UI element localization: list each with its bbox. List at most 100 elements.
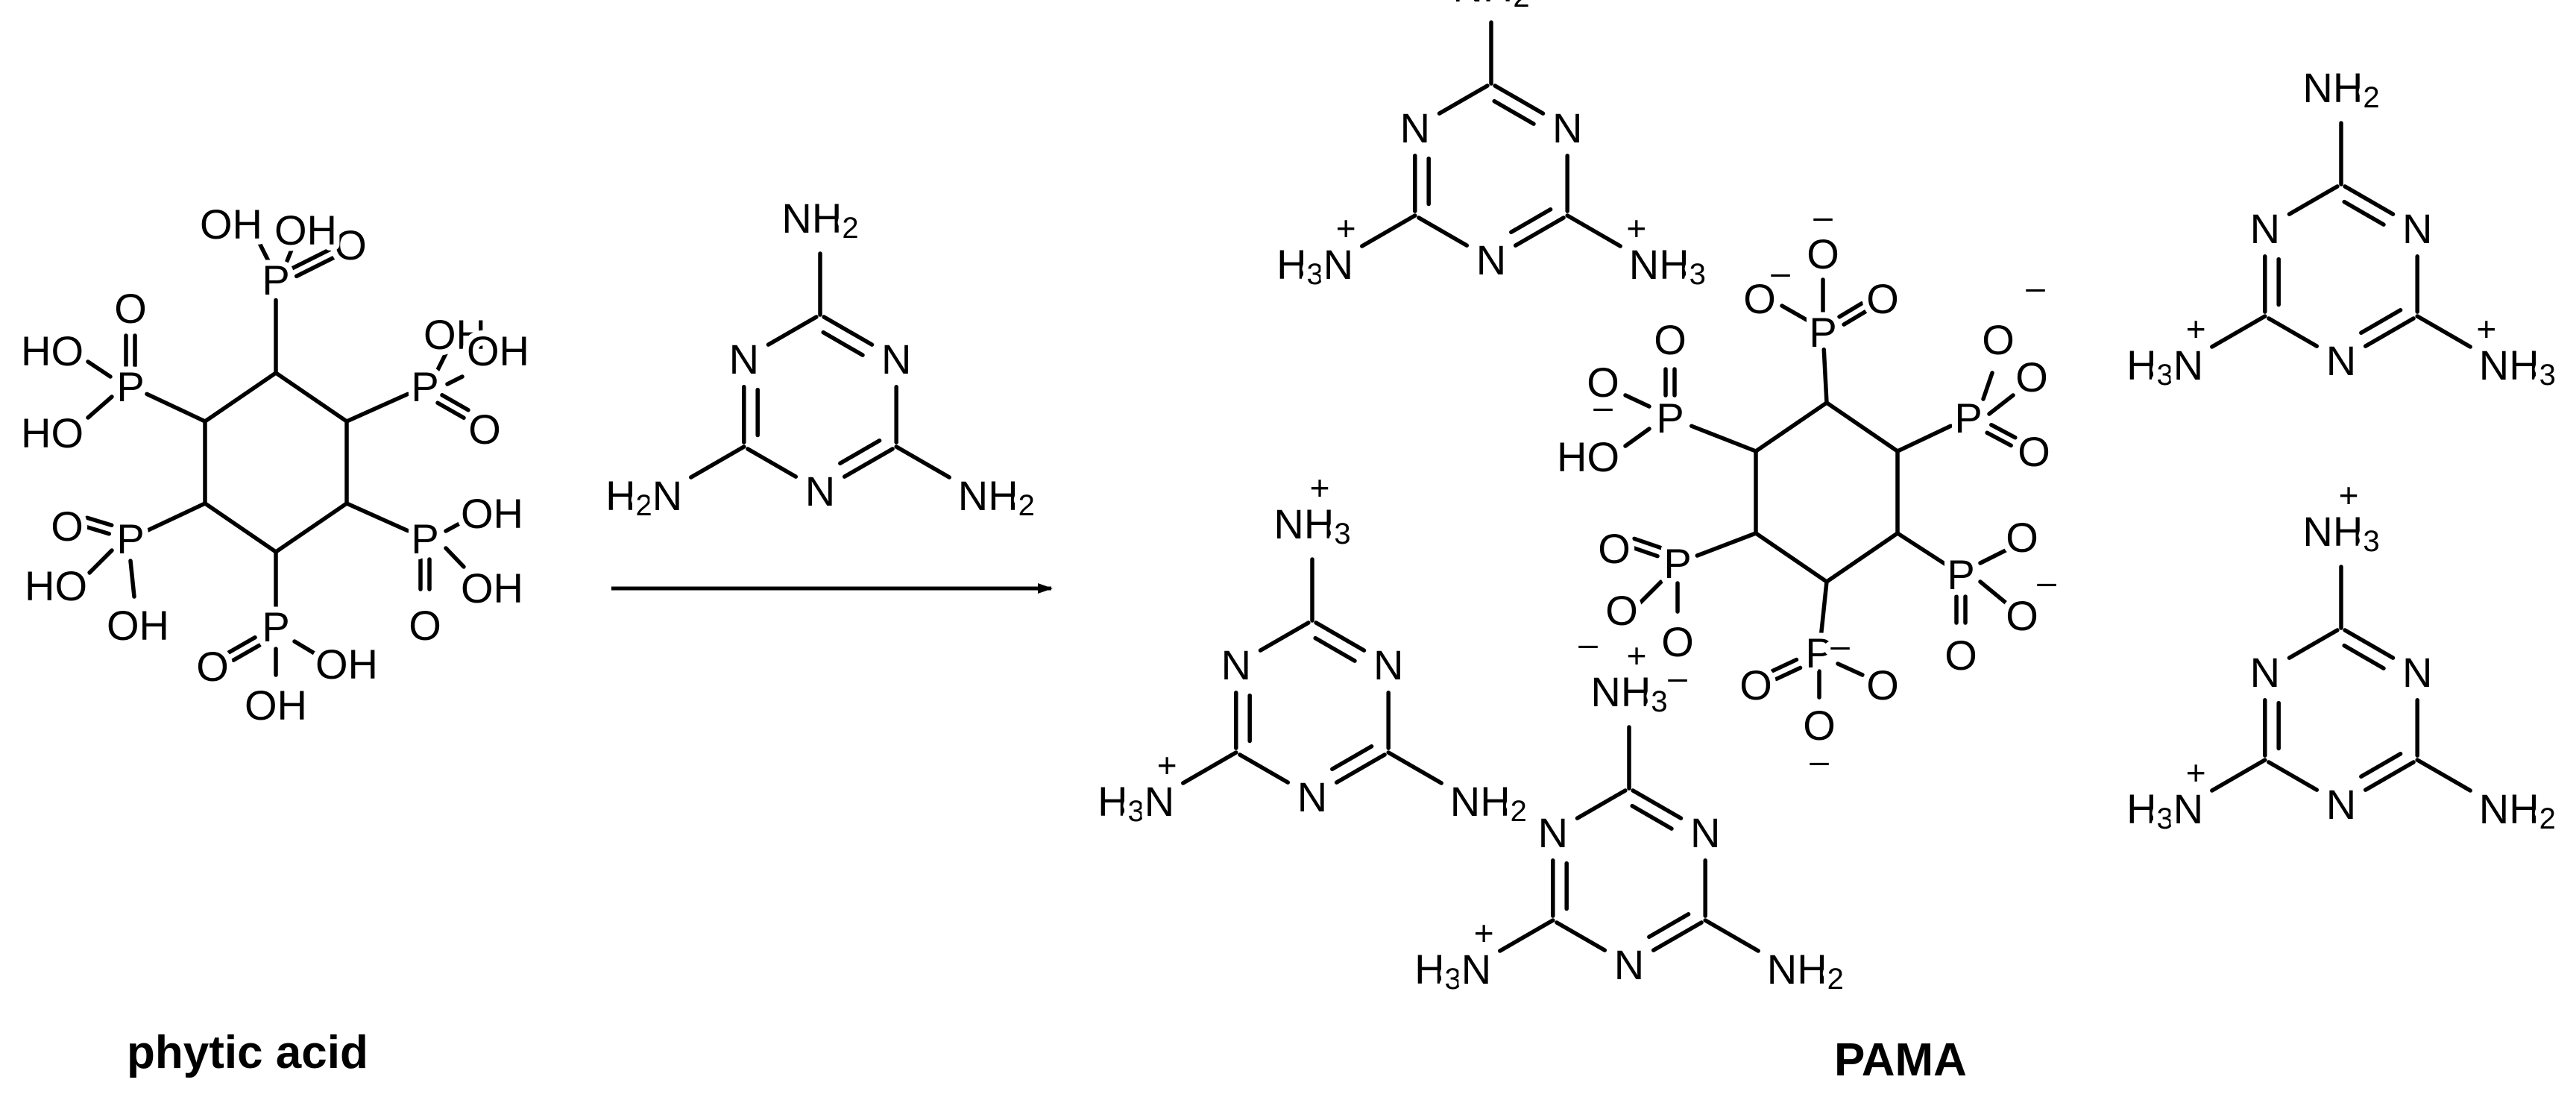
phosphoryl-oxygen: O <box>2015 354 2048 400</box>
pama-melamine-bottom-ring-double-bond <box>1630 803 1674 831</box>
anionic-oxygen: O <box>1803 702 1836 749</box>
phytic-acid-caption: phytic acid <box>127 1027 368 1078</box>
phytic-c-p-bond <box>344 392 410 424</box>
phytic-phosphorus: P <box>262 603 289 650</box>
pama-melamine-bottom-ring-bond <box>1631 788 1684 820</box>
pama-melamine-right-bottom-ring-double-bond <box>2342 643 2386 670</box>
melamine-ring-nitrogen: N <box>729 336 759 383</box>
p-o-bond <box>1780 304 1810 323</box>
phytate-c-p-bond <box>1695 531 1758 558</box>
hydroxyl-group: OH <box>245 682 307 729</box>
pama-melamine-top-amine-bond <box>1565 213 1622 248</box>
negative-charge: – <box>1771 253 1790 292</box>
phosphoryl-oxygen: O <box>51 503 84 550</box>
pama-melamine-right-bottom-ring-double-bond <box>2359 752 2403 779</box>
melamine-ring-double-bond <box>838 439 882 466</box>
pama-melamine-right-bottom-ammonium-group: NH3 <box>2302 508 2379 559</box>
phytic-c-p-bond <box>344 501 410 533</box>
phosphoryl-oxygen: O <box>409 602 441 649</box>
phosphoryl-double-bond <box>84 515 114 528</box>
hydroxyl-group: OH <box>467 327 529 374</box>
pama-melamine-left-positive-charge: + <box>1157 746 1177 785</box>
pama-melamine-left-ring-nitrogen: N <box>1373 641 1403 688</box>
hydroxyl-group: HO <box>21 327 84 374</box>
pama-melamine-top-ring-bond <box>1493 84 1546 116</box>
pama-melamine-bottom-ring-double-bond <box>1647 912 1691 940</box>
phosphoryl-double-bond <box>227 635 257 655</box>
pama-melamine-right-top-amine-bond <box>2210 314 2267 349</box>
phosphoryl-oxygen: O <box>2018 428 2050 475</box>
hydroxyl-group: HO <box>1557 433 1619 480</box>
melamine-amino-group: H2N <box>605 472 682 523</box>
p-o-bond <box>445 374 465 386</box>
pama-melamine-left-ammonium-group: NH3 <box>1273 500 1350 551</box>
anionic-oxygen: O <box>1866 662 1899 708</box>
pama-melamine-right-bottom-amine-bond <box>2210 758 2267 793</box>
p-o-bond <box>1978 579 2008 605</box>
pama-melamine-top-ammonium-group: NH3 <box>1629 241 1706 292</box>
pama-melamine-right-top-ring-bond <box>2267 316 2320 348</box>
pama-melamine-top-ring-double-bond <box>1492 98 1536 126</box>
pama-melamine-right-top-ring-bond <box>2287 184 2340 216</box>
phosphoryl-oxygen: O <box>1654 316 1687 363</box>
phytate-c-p-bond <box>1895 531 1947 566</box>
pama-melamine-left-positive-charge: + <box>1310 468 1330 507</box>
pama-melamine-right-top-amine-bond <box>2415 314 2472 349</box>
pama-melamine-right-bottom-ring-bond <box>2343 628 2396 660</box>
p-o-bond <box>444 520 465 533</box>
pama-melamine-bottom-ring-bond <box>1555 920 1607 952</box>
pama-caption: PAMA <box>1834 1034 1967 1086</box>
melamine-ring-nitrogen: N <box>881 336 911 383</box>
phosphoryl-oxygen: O <box>196 643 229 690</box>
p-o-bond <box>1978 548 2008 565</box>
pama-melamine-right-top-ring-double-bond <box>2342 199 2386 227</box>
pama-melamine-bottom-positive-charge: + <box>1627 636 1647 675</box>
phytic-phosphorus: P <box>116 515 144 562</box>
negative-charge: – <box>2026 268 2045 307</box>
pama-melamine-right-bottom-ammonium-group: H3N <box>2126 785 2203 836</box>
p-o-bond <box>1623 427 1651 448</box>
phosphoryl-double-bond <box>440 393 470 412</box>
anionic-oxygen: O <box>1605 587 1638 634</box>
phytate-ring-bond <box>1754 531 1829 584</box>
anionic-oxygen: O <box>1807 230 1839 277</box>
phytic-phosphorus: P <box>262 257 289 304</box>
phosphoryl-double-bond <box>290 247 333 271</box>
phytate-phosphorus: P <box>1947 551 1974 598</box>
phosphoryl-double-bond <box>435 400 466 420</box>
melamine-ring-bond <box>842 447 895 479</box>
pama-melamine-left-ring-nitrogen: N <box>1297 773 1327 820</box>
phytate-c-p-bond <box>1818 579 1829 637</box>
negative-charge: – <box>2037 562 2056 601</box>
p-o-bond <box>285 240 297 263</box>
pama-melamine-right-top-ring-bond <box>2343 184 2396 216</box>
pama-melamine-bottom-amino-group: NH2 <box>1767 946 1844 996</box>
hydroxyl-group: OH <box>315 641 378 688</box>
p-o-bond <box>1638 579 1663 605</box>
phosphoryl-double-bond <box>294 255 336 279</box>
pama-melamine-left-amino-group: NH2 <box>1450 778 1527 829</box>
pama-melamine-top-ring-bond <box>1513 216 1566 248</box>
pama-melamine-left-ring-bond <box>1314 620 1367 653</box>
pama-melamine-bottom-amine-bond <box>1498 918 1555 953</box>
pama-melamine-right-top-ammonium-group: NH3 <box>2479 342 2556 392</box>
pama-melamine-bottom-ammonium-group: H3N <box>1414 946 1491 996</box>
hydroxyl-group: OH <box>423 311 486 358</box>
pama-melamine-left-ring-double-bond <box>1313 635 1357 663</box>
pama-melamine-bottom-ring-bond <box>1651 920 1704 952</box>
pama-melamine-right-bottom-ring-bond <box>2363 760 2416 792</box>
phytate-phosphorus: P <box>1663 540 1691 587</box>
phytic-ring-bond <box>274 371 349 424</box>
melamine-ring-nitrogen: N <box>805 468 835 515</box>
hydroxyl-group: OH <box>461 565 523 612</box>
pama-melamine-bottom-ammonium-group: NH3 <box>1590 668 1667 719</box>
phosphoryl-double-bond <box>1770 657 1799 673</box>
hydroxyl-group: OH <box>274 207 337 254</box>
anionic-oxygen: O <box>1661 618 1694 665</box>
melamine-ring-bond <box>766 315 819 347</box>
pama-melamine-top-ring-nitrogen: N <box>1552 104 1582 151</box>
negative-charge: – <box>1668 658 1687 697</box>
pama-melamine-left-ring-nitrogen: N <box>1221 641 1251 688</box>
phytate-ring-bond <box>1824 531 1900 584</box>
